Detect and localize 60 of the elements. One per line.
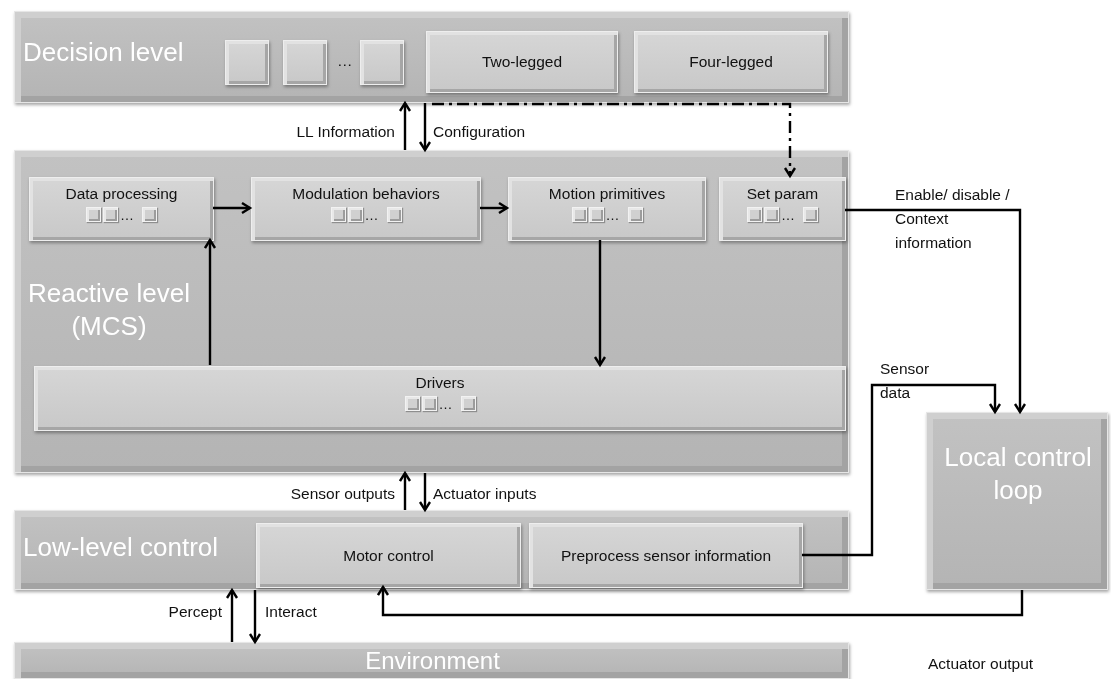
process-block bbox=[926, 412, 1108, 590]
edge-label: Configuration bbox=[433, 122, 527, 142]
level-band bbox=[14, 11, 849, 103]
dashed-arrow bbox=[432, 102, 797, 178]
process-box bbox=[29, 177, 214, 241]
process-box bbox=[34, 366, 846, 431]
arrow bbox=[398, 471, 412, 510]
box-title: Preprocess sensor information bbox=[559, 545, 773, 566]
process-box bbox=[719, 177, 846, 241]
arrow bbox=[376, 585, 1024, 617]
box-title: Set param bbox=[745, 184, 820, 204]
arrow bbox=[418, 473, 432, 512]
process-box bbox=[256, 523, 521, 588]
edge-label: Actuator output bbox=[928, 654, 1035, 674]
arrow bbox=[213, 201, 252, 215]
level-band bbox=[14, 642, 849, 679]
box-title: Two-legged bbox=[480, 52, 564, 72]
ellipsis-text: … bbox=[364, 208, 379, 223]
arrow bbox=[418, 103, 432, 152]
edge-label: Enable/ disable / Context information bbox=[895, 185, 1011, 254]
arrow bbox=[593, 240, 607, 367]
level-band bbox=[14, 510, 849, 590]
box-title: Modulation behaviors bbox=[291, 184, 441, 204]
arrow bbox=[203, 238, 217, 365]
process-box bbox=[634, 31, 828, 93]
arrow bbox=[398, 101, 412, 150]
level-title: Low-level control bbox=[23, 531, 220, 564]
box-title: Four-legged bbox=[688, 52, 774, 72]
level-band bbox=[14, 150, 849, 473]
process-box bbox=[426, 31, 618, 93]
empty-box bbox=[225, 40, 269, 85]
edge-label: Sensor data bbox=[880, 359, 931, 403]
empty-box bbox=[360, 40, 404, 85]
arrow bbox=[480, 201, 509, 215]
ellipsis-text: … bbox=[781, 208, 795, 223]
arrow bbox=[248, 590, 262, 644]
box-title: Motor control bbox=[342, 545, 435, 566]
process-box bbox=[508, 177, 706, 241]
arrow bbox=[802, 383, 1002, 557]
process-box bbox=[251, 177, 481, 241]
edge-label: Interact bbox=[265, 602, 318, 622]
ellipsis-text: … bbox=[605, 208, 620, 223]
edge-label: Percept bbox=[167, 602, 222, 622]
box-title: Motion primitives bbox=[547, 184, 667, 204]
arrow bbox=[225, 588, 239, 642]
edge-label: Actuator inputs bbox=[433, 484, 538, 504]
arrow bbox=[845, 208, 1027, 414]
box-title: Data processing bbox=[64, 184, 179, 204]
empty-box bbox=[283, 40, 327, 85]
process-box bbox=[529, 523, 803, 588]
edge-label: Sensor outputs bbox=[289, 484, 395, 504]
level-title: Local control loop bbox=[943, 441, 1093, 506]
level-title: Reactive level (MCS) bbox=[27, 277, 191, 342]
ellipsis-text: … bbox=[337, 52, 353, 70]
box-title: Drivers bbox=[414, 373, 466, 393]
level-title: Environment bbox=[364, 646, 501, 676]
level-title: Decision level bbox=[23, 36, 185, 69]
ellipsis-text: … bbox=[438, 397, 453, 412]
ellipsis-text: … bbox=[120, 208, 134, 223]
edge-label: LL Information bbox=[295, 122, 395, 142]
